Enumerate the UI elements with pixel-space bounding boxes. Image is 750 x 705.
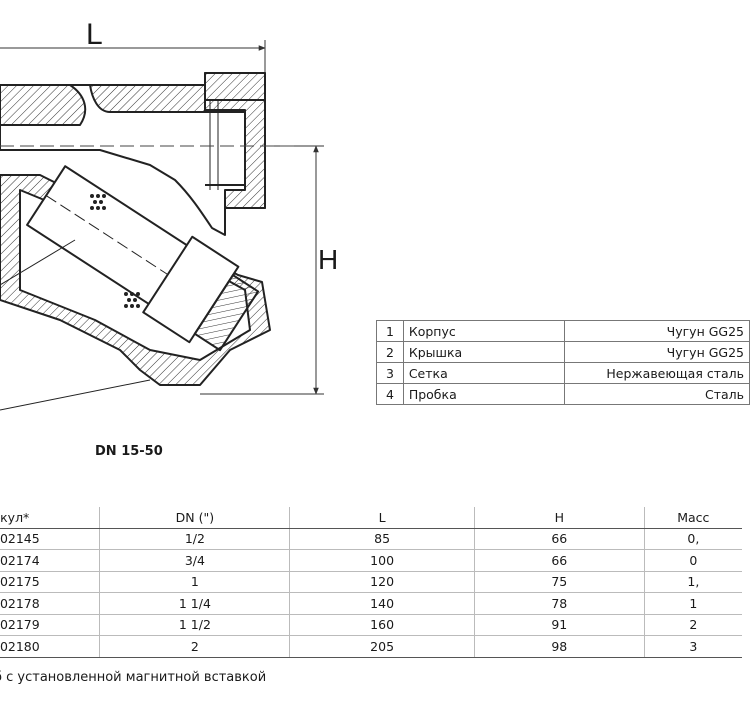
- cell-h: 98: [473, 635, 645, 658]
- header-h: H: [473, 507, 645, 529]
- header-mass: Масс: [643, 507, 742, 529]
- header-article: икул*: [0, 507, 100, 529]
- strainer-drawing: [0, 40, 324, 411]
- cell-l: 160: [289, 613, 475, 636]
- dimension-H-label: H: [318, 244, 339, 275]
- cell-article: 102178: [0, 592, 100, 614]
- table-row: 102178 1 1/4 140 78 1: [0, 592, 742, 614]
- spec-header-row: икул* DN (") L H Масс: [0, 507, 742, 529]
- cell-article: 102145: [0, 527, 100, 550]
- table-row: 102175 1 120 75 1,: [0, 570, 742, 593]
- cell-dn: 2: [99, 635, 290, 658]
- parts-row: 4 Пробка Сталь: [376, 383, 750, 405]
- part-material: Чугун GG25: [563, 320, 750, 342]
- cell-h: 66: [473, 527, 645, 550]
- cell-mass: 2: [643, 613, 742, 636]
- table-row: 102180 2 205 98 3: [0, 635, 742, 658]
- cell-l: 140: [289, 592, 475, 614]
- cell-mass: 3: [643, 635, 742, 658]
- part-material: Чугун GG25: [563, 341, 750, 363]
- dimension-H: [200, 145, 324, 395]
- footnote: б с установленной магнитной вставкой: [0, 670, 267, 685]
- dimension-L-label: L: [86, 18, 103, 51]
- cell-mass: 1,: [643, 570, 742, 593]
- cell-article: 102180: [0, 635, 100, 658]
- leader-lines: [0, 239, 151, 411]
- cell-dn: 1 1/4: [99, 592, 290, 614]
- part-name: Пробка: [402, 383, 565, 405]
- parts-row: 3 Сетка Нержавеющая сталь: [376, 362, 750, 384]
- cell-article: 102175: [0, 570, 100, 593]
- cell-dn: 1: [99, 570, 290, 593]
- cell-h: 75: [473, 570, 645, 593]
- cell-h: 66: [473, 549, 645, 571]
- table-row: 102174 3/4 100 66 0: [0, 549, 742, 571]
- part-number: 4: [376, 383, 404, 405]
- header-l: L: [289, 507, 475, 529]
- spec-table: икул* DN (") L H Масс 102145 1/2 85 66 0…: [0, 507, 742, 658]
- cell-mass: 0,: [643, 527, 742, 550]
- part-material: Нержавеющая сталь: [563, 362, 750, 384]
- cell-l: 85: [289, 527, 475, 550]
- cell-article: 102174: [0, 549, 100, 571]
- part-material: Сталь: [563, 383, 750, 405]
- drawing-caption: DN 15-50: [95, 444, 163, 459]
- part-name: Корпус: [402, 320, 565, 342]
- cell-l: 100: [289, 549, 475, 571]
- cell-h: 91: [473, 613, 645, 636]
- cell-dn: 1/2: [99, 527, 290, 550]
- parts-row: 1 Корпус Чугун GG25: [376, 320, 750, 342]
- cell-l: 205: [289, 635, 475, 658]
- valve-body: [0, 72, 266, 236]
- table-row: 102145 1/2 85 66 0,: [0, 527, 742, 550]
- cell-dn: 1 1/2: [99, 613, 290, 636]
- cell-mass: 0: [643, 549, 742, 571]
- parts-table: 1 Корпус Чугун GG25 2 Крышка Чугун GG25 …: [376, 320, 750, 405]
- part-number: 2: [376, 341, 404, 363]
- cell-dn: 3/4: [99, 549, 290, 571]
- parts-row: 2 Крышка Чугун GG25: [376, 341, 750, 363]
- part-number: 3: [376, 362, 404, 384]
- part-number: 1: [376, 320, 404, 342]
- part-name: Сетка: [402, 362, 565, 384]
- header-dn: DN ("): [99, 507, 290, 529]
- cell-l: 120: [289, 570, 475, 593]
- cell-mass: 1: [643, 592, 742, 614]
- part-name: Крышка: [402, 341, 565, 363]
- cell-h: 78: [473, 592, 645, 614]
- strainer-leg: [0, 165, 271, 386]
